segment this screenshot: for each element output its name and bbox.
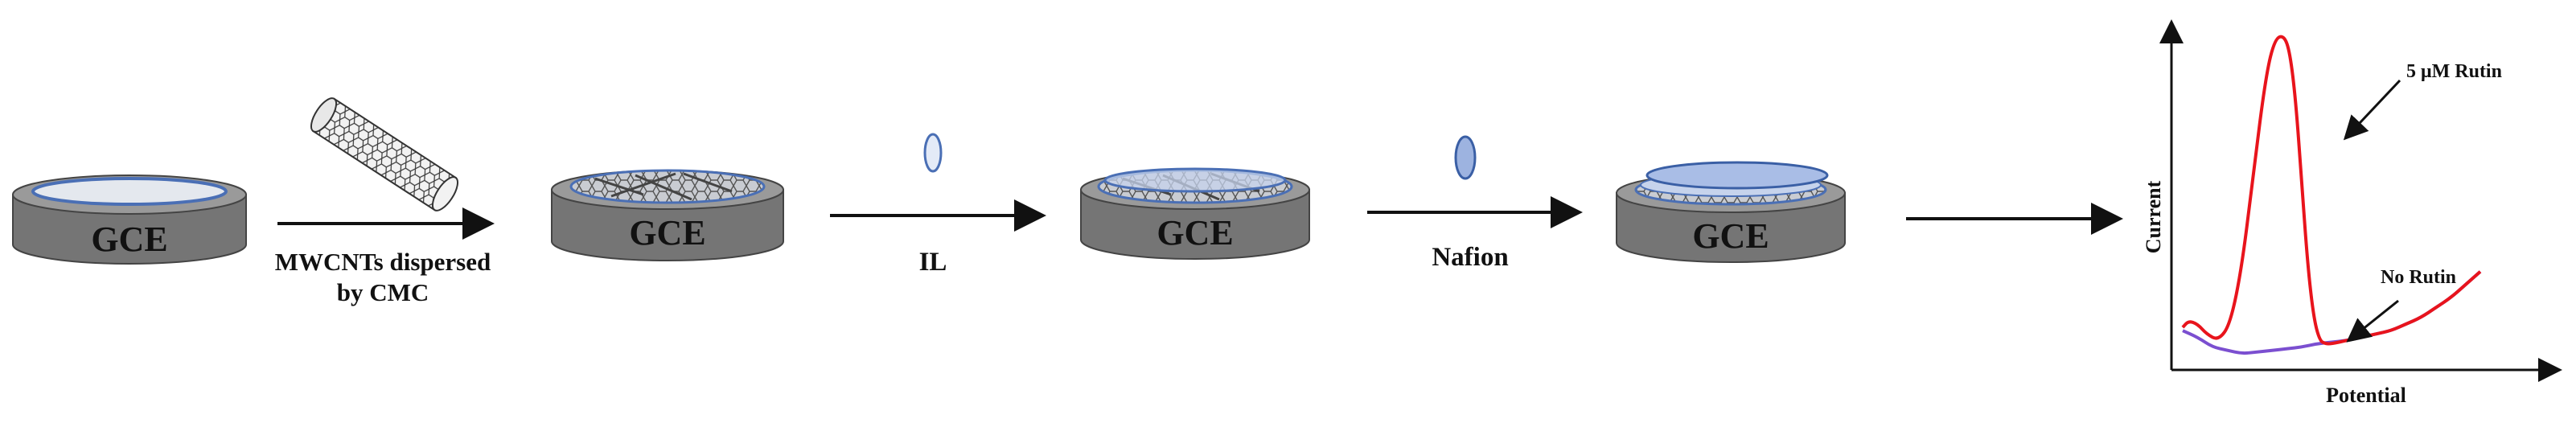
- gce-label: GCE: [91, 220, 167, 259]
- y-axis-label: Current: [2142, 180, 2165, 253]
- gce-label: GCE: [1157, 213, 1233, 253]
- annotation-arrow-no-rutin: [2346, 299, 2399, 343]
- electrode-bare-gce: GCE: [12, 174, 247, 265]
- cylinder-side: [551, 189, 784, 261]
- annotation-rutin: 5 μM Rutin: [2406, 61, 2502, 82]
- annotation-arrow-rutin: [2343, 79, 2401, 141]
- series-layer: [2181, 35, 2482, 355]
- electrode-il-mwcnt-gce: GCE: [1080, 167, 1310, 260]
- electrode-mwcnt-gce: GCE: [551, 169, 784, 261]
- x-axis-label: Potential: [2326, 384, 2406, 407]
- nafion-drop-icon: [1454, 135, 1477, 180]
- il-drop-icon: [923, 133, 943, 173]
- step-label-il: IL: [919, 248, 947, 277]
- gce-label: GCE: [629, 213, 705, 253]
- step-label-mwcnt-line1: MWCNTs dispersed: [275, 248, 491, 276]
- step-1-mwcnt: MWCNTs dispersed by CMC: [275, 97, 495, 306]
- carbon-nanotube-icon: [310, 97, 459, 211]
- series-line-rutin: [2181, 35, 2482, 346]
- step-label-mwcnt-line2: by CMC: [337, 278, 429, 306]
- electrode-nafion-il-mwcnt-gce: GCE: [1616, 161, 1846, 263]
- il-film: [1103, 167, 1287, 193]
- step-3-nafion: Nafion: [1367, 135, 1583, 272]
- voltammogram-inset: Current Potential 5 μM Rutin No Rutin: [2142, 19, 2562, 407]
- gce-label: GCE: [1692, 216, 1769, 256]
- step-2-il: IL: [830, 133, 1046, 277]
- step-label-nafion: Nafion: [1432, 243, 1508, 272]
- electrode-surface: [31, 177, 228, 206]
- nafion-film: [1645, 161, 1829, 190]
- annotation-no-rutin: No Rutin: [2381, 267, 2456, 288]
